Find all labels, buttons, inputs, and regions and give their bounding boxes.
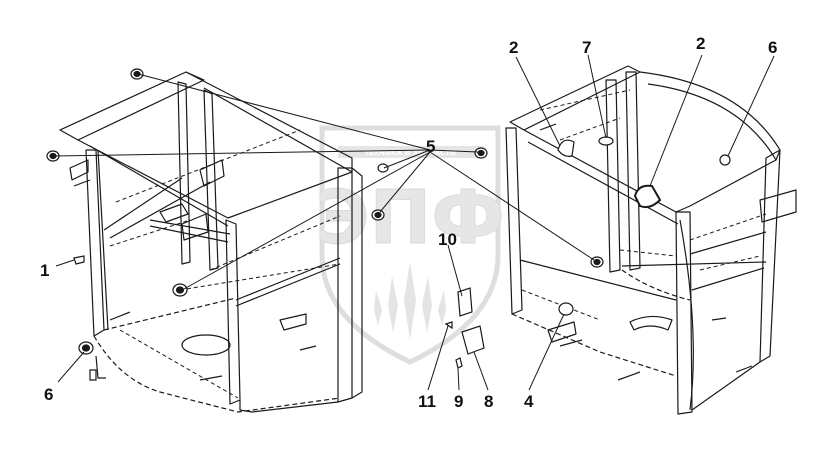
callout-7: 7 <box>582 38 591 57</box>
bracket-icon <box>457 287 473 317</box>
watermark-logo: ТЕХНИКА И ЗАПЧАСТИ ЭПФ <box>315 125 505 365</box>
leader-lines <box>53 54 775 391</box>
callout-1: 1 <box>40 261 49 280</box>
clip-icon <box>444 321 453 330</box>
callout-2-right: 2 <box>696 34 705 53</box>
right-cab-frame <box>505 65 797 415</box>
bushing-icon <box>557 139 575 157</box>
callout-5: 5 <box>426 137 435 156</box>
callout-4: 4 <box>524 392 534 411</box>
callout-6-bottom: 6 <box>44 385 53 404</box>
watermark-logo-text: ЭПФ <box>315 175 505 261</box>
plug-icon <box>719 154 731 166</box>
part-glyphs <box>46 68 731 381</box>
grommet-icon <box>377 163 389 173</box>
plate-icon <box>461 325 485 355</box>
left-frame-hidden-lines <box>109 129 341 399</box>
watermark-band-text: ТЕХНИКА И ЗАПЧАСТИ <box>364 149 456 157</box>
callout-9: 9 <box>454 392 463 411</box>
cap-icon <box>598 136 614 146</box>
callout-labels: 2 7 2 6 5 10 1 6 11 9 8 4 <box>40 34 777 411</box>
watermark-wheat-icon <box>374 262 446 340</box>
screw-icon <box>89 369 97 381</box>
callout-11: 11 <box>418 392 436 411</box>
callout-8: 8 <box>484 392 493 411</box>
bushing-icon <box>633 184 662 209</box>
callout-6-top: 6 <box>768 38 777 57</box>
right-frame-hidden-lines <box>521 89 767 321</box>
screw-icon <box>73 255 85 265</box>
callout-10: 10 <box>438 230 457 249</box>
screw-icon <box>455 357 463 369</box>
grommet-icon <box>558 302 574 316</box>
left-cab-frame <box>59 71 363 413</box>
callout-2-left: 2 <box>509 38 518 57</box>
